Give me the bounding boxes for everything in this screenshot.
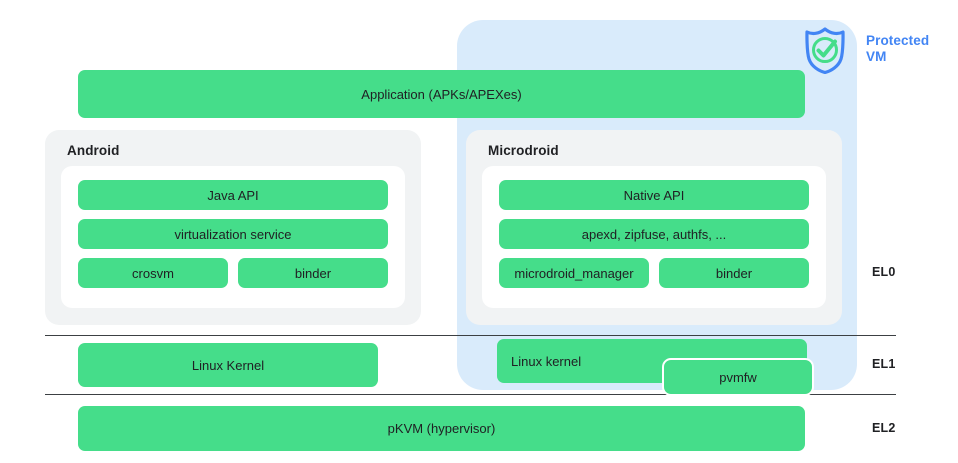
android-crosvm-box: crosvm [78,258,228,288]
divider-el1-el2 [45,394,896,395]
pkvm-hypervisor-box: pKVM (hypervisor) [78,406,805,451]
host-linux-kernel-box: Linux Kernel [78,343,378,387]
pvmfw-box: pvmfw [662,358,814,396]
el0-label: EL0 [872,265,896,279]
android-inner-card: Java API virtualization service crosvm b… [61,166,405,308]
el2-label: EL2 [872,421,896,435]
microdroid-manager-box: microdroid_manager [499,258,649,288]
microdroid-title: Microdroid [488,143,559,158]
android-binder-box: binder [238,258,388,288]
protected-vm-label: Protected VM [866,33,952,65]
microdroid-os-panel: Microdroid Native API apexd, zipfuse, au… [466,130,842,325]
android-title: Android [67,143,120,158]
divider-el0-el1 [45,335,896,336]
microdroid-daemons-box: apexd, zipfuse, authfs, ... [499,219,809,249]
application-box: Application (APKs/APEXes) [78,70,805,118]
microdroid-inner-card: Native API apexd, zipfuse, authfs, ... m… [482,166,826,308]
android-java-api-box: Java API [78,180,388,210]
android-os-panel: Android Java API virtualization service … [45,130,421,325]
protected-vm-label-line2: VM [866,49,887,64]
protected-vm-label-line1: Protected [866,33,930,48]
el1-label: EL1 [872,357,896,371]
microdroid-binder-box: binder [659,258,809,288]
microdroid-native-api-box: Native API [499,180,809,210]
android-virtualization-service-box: virtualization service [78,219,388,249]
shield-check-icon [803,26,847,75]
